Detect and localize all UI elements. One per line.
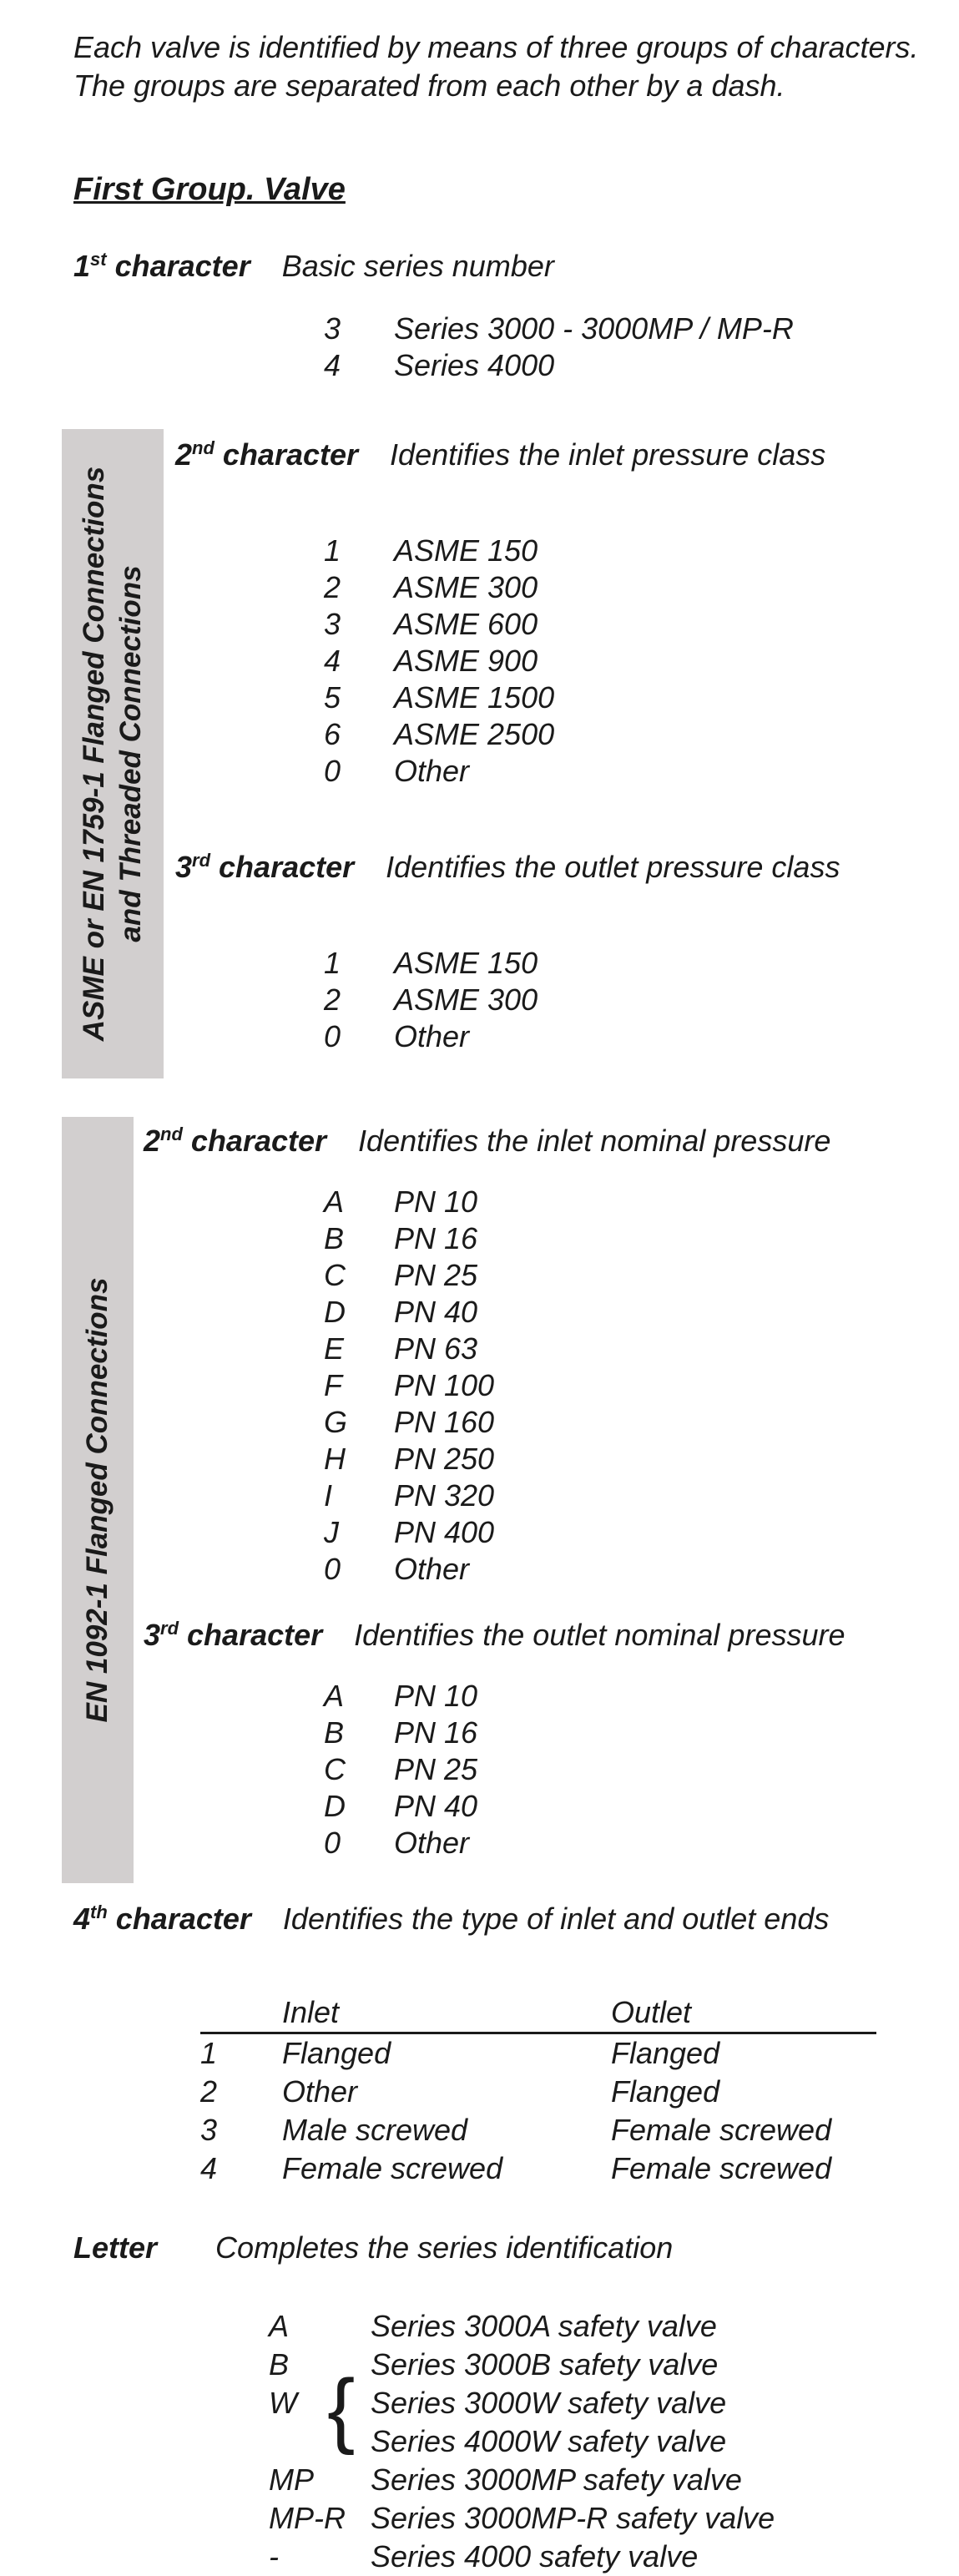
char1-word: character — [106, 249, 250, 283]
en-char2-heading: 2nd character Identifies the inlet nomin… — [144, 1124, 831, 1158]
table-row: 2 Other Flanged — [200, 2074, 720, 2109]
list-item: -Series 4000 safety valve — [269, 2539, 699, 2573]
en-sidebar-label: EN 1092-1 Flanged Connections — [81, 1277, 114, 1723]
intro-line-1: Each valve is identified by means of thr… — [73, 30, 919, 64]
asme-sidebar: ASME or EN 1759-1 Flanged Connections an… — [62, 429, 164, 1078]
table-header-row: Inlet Outlet — [200, 1993, 876, 2034]
en-sidebar: EN 1092-1 Flanged Connections — [62, 1117, 134, 1883]
char4-heading: 4th character Identifies the type of inl… — [73, 1902, 830, 1936]
brace-symbol: { — [327, 2362, 356, 2456]
en-char2-desc: Identifies the inlet nominal pressure — [358, 1124, 831, 1158]
char1-heading: 1st character Basic series number — [73, 249, 554, 284]
asme-char3-desc: Identifies the outlet pressure class — [386, 850, 840, 884]
column-header-inlet: Inlet — [282, 1993, 611, 2034]
table-row: 3 Male screwed Female screwed — [200, 2113, 832, 2147]
intro-text: Each valve is identified by means of thr… — [73, 28, 919, 105]
asme-sidebar-label: ASME or EN 1759-1 Flanged Connections an… — [78, 466, 147, 1042]
column-header-outlet: Outlet — [611, 1993, 876, 2034]
ends-table: Inlet Outlet 1 Flanged Flanged 2 Other F… — [200, 1993, 876, 2188]
first-group-heading: First Group. Valve — [73, 172, 346, 207]
asme-char2-desc: Identifies the inlet pressure class — [390, 437, 826, 472]
char1-ordinal: st — [90, 249, 107, 270]
table-row: 4 Female screwed Female screwed — [200, 2151, 832, 2185]
table-row: 1 Flanged Flanged — [200, 2036, 720, 2070]
en-char3-heading: 3rd character Identifies the outlet nomi… — [144, 1618, 845, 1652]
asme-char2-heading: 2nd character Identifies the inlet press… — [175, 437, 826, 472]
char1-number: 1 — [73, 249, 91, 283]
letter-desc: Completes the series identification — [215, 2230, 674, 2265]
asme-char3-heading: 3rd character Identifies the outlet pres… — [175, 850, 840, 884]
list-item: Series 4000W safety valve — [371, 2424, 727, 2458]
column-header — [200, 1993, 282, 2034]
en-char3-desc: Identifies the outlet nominal pressure — [354, 1618, 845, 1652]
char1-desc: Basic series number — [281, 249, 554, 283]
char4-desc: Identifies the type of inlet and outlet … — [282, 1902, 830, 1936]
letter-heading: Letter Completes the series identificati… — [73, 2230, 673, 2265]
intro-line-2: The groups are separated from each other… — [73, 68, 785, 103]
letter-label: Letter — [73, 2230, 158, 2265]
